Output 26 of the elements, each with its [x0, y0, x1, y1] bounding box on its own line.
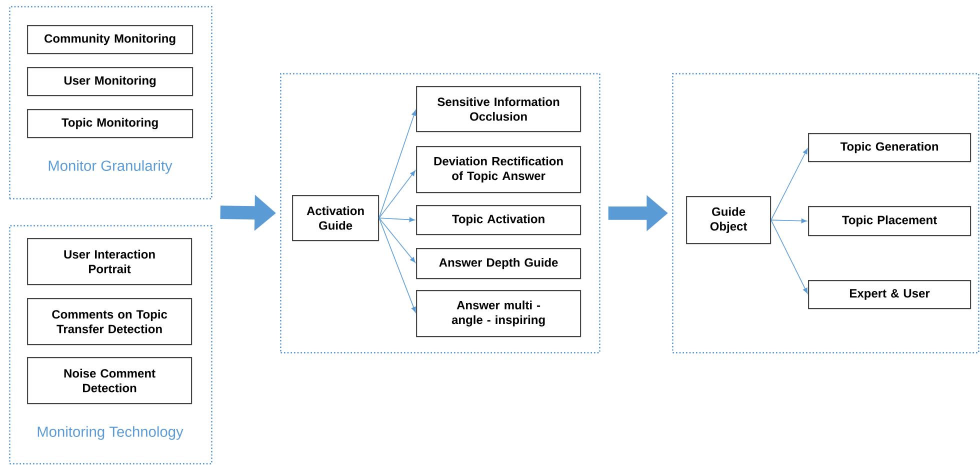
process-box: Topic Activation [416, 205, 582, 236]
arrow [378, 217, 415, 222]
arrow [378, 218, 416, 312]
arrow [770, 218, 807, 224]
process-box: Activation Guide [292, 195, 380, 242]
process-box: Deviation Rectification of Topic Answer [416, 146, 582, 194]
process-box: Community Monitoring [27, 25, 194, 54]
process-box: Answer Depth Guide [416, 248, 582, 280]
process-box: Guide Object [686, 196, 772, 244]
arrow [770, 220, 808, 294]
process-box: Noise Comment Detection [27, 357, 192, 404]
process-box: Topic Placement [808, 206, 972, 236]
arrow [378, 110, 416, 218]
arrow [378, 218, 416, 263]
arrow [378, 170, 416, 218]
process-box: User Interaction Portrait [27, 238, 192, 286]
process-box: Expert & User [808, 280, 972, 310]
group-frame [280, 73, 600, 354]
process-box: Topic Generation [808, 133, 972, 162]
arrow [770, 148, 808, 220]
process-box: Topic Monitoring [27, 109, 194, 138]
process-box: User Monitoring [27, 67, 194, 96]
process-box: Answer multi - angle - inspiring [416, 290, 582, 338]
process-box: Comments on Topic Transfer Detection [27, 298, 192, 346]
process-box: Sensitive Information Occlusion [416, 86, 582, 132]
group-frame [672, 73, 980, 354]
